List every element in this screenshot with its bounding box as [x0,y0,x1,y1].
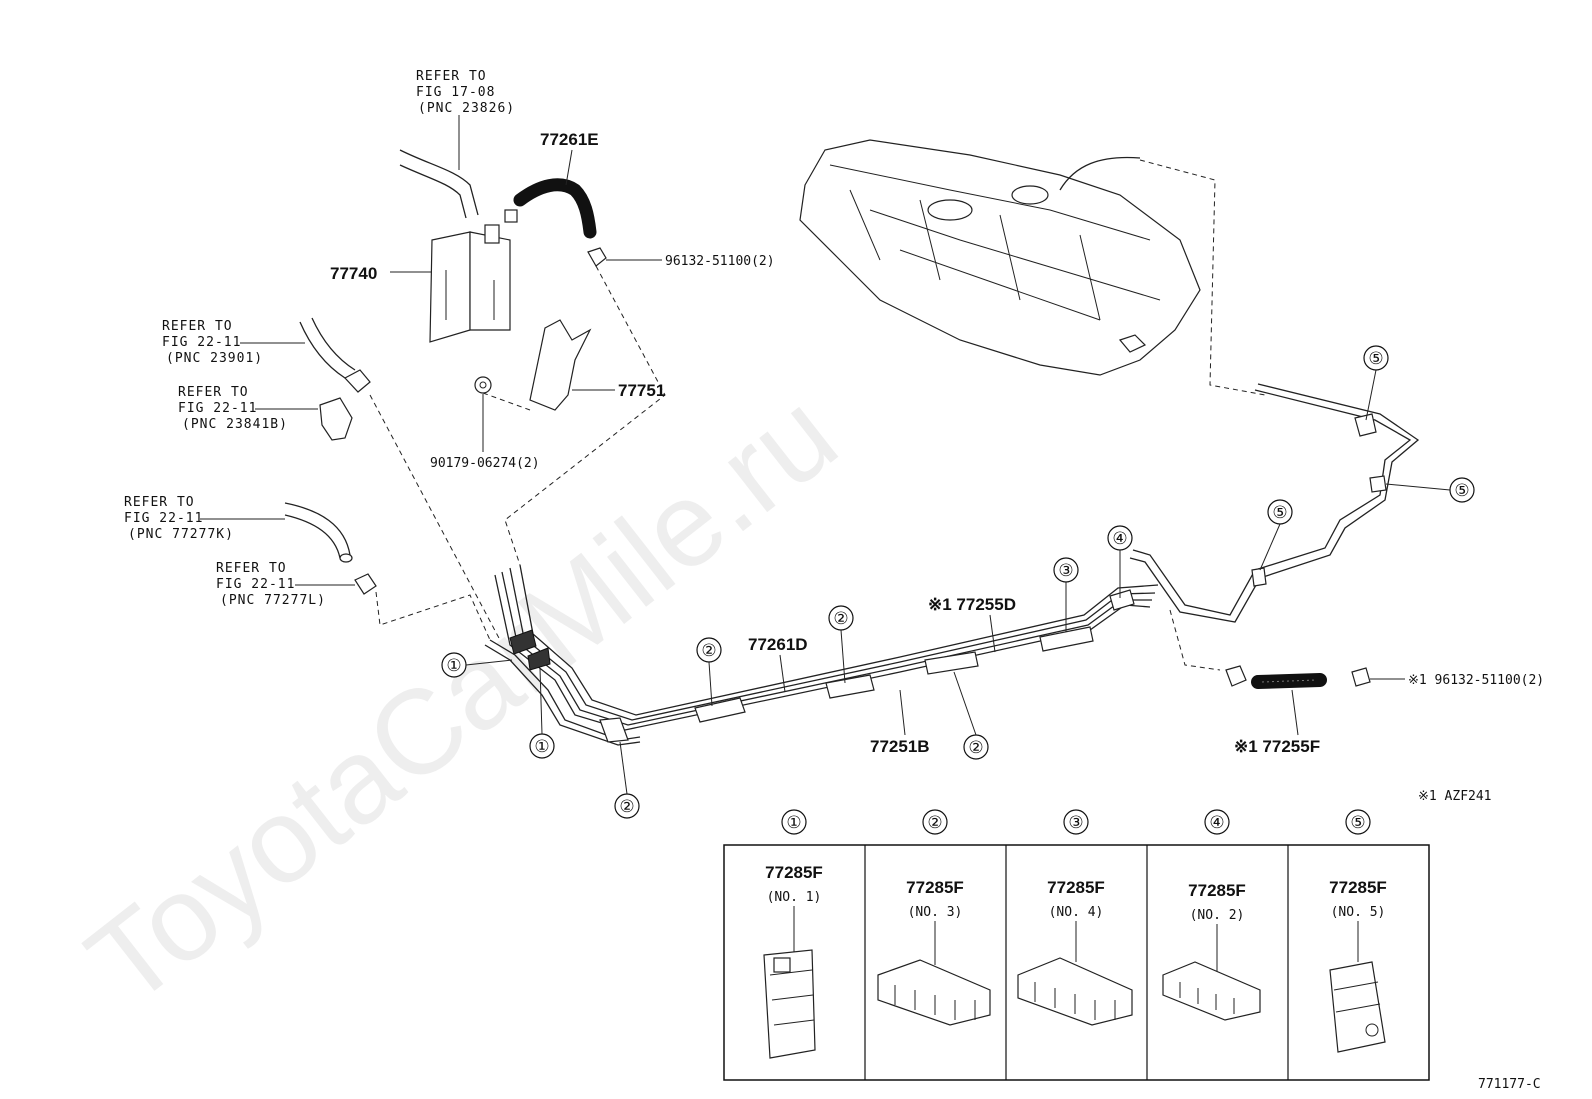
clamp-col-2: ② 77285F (NO. 3) [877,809,991,1026]
fuel-tank-illustration [799,139,1201,376]
svg-text:REFER TO: REFER TO [216,561,287,576]
figure-code: 771177-C [1478,1077,1541,1092]
ref-label-fig17: REFER TO FIG 17-08 (PNC 23826) [416,69,515,170]
grommet-90179-illustration [474,376,492,394]
callout-1-upper: ① [441,652,513,678]
hose-77255f-illustration [1225,665,1371,689]
svg-text:REFER TO: REFER TO [124,495,195,510]
callout-5-b: ⑤ [1385,477,1475,503]
svg-text:REFER TO: REFER TO [178,385,249,400]
fuel-return-line [1129,383,1420,623]
clamp-table [723,844,1430,1081]
svg-text:⑤: ⑤ [1272,503,1287,522]
leader-dash-6 [1169,609,1221,671]
svg-text:REFER TO: REFER TO [416,69,487,84]
svg-text:(NO. 3): (NO. 3) [908,905,963,920]
svg-text:FIG 17-08: FIG 17-08 [416,85,495,100]
ref-label-23841b: REFER TO FIG 22-11 (PNC 23841B) [178,385,318,432]
clamp-col-3: ③ 77285F (NO. 4) [1017,809,1133,1026]
svg-text:②: ② [968,738,983,757]
hose-77277k-illustration [284,502,353,563]
svg-text:⑤: ⑤ [1454,481,1469,500]
svg-text:①: ① [446,656,461,675]
callout-1-lower: ① [529,667,555,759]
callout-5-c: ⑤ [1363,345,1389,421]
clamp-col-5: ⑤ 77285F (NO. 5) [1329,809,1387,1053]
part-90179: 90179-06274(2) [430,456,540,471]
svg-text:(PNC 23901): (PNC 23901) [166,351,263,366]
connector-23841b-illustration [319,397,353,441]
svg-text:③: ③ [1068,813,1083,832]
hose-77261e-illustration [513,178,597,239]
svg-text:③: ③ [1058,561,1073,580]
clamp-col-4: ④ 77285F (NO. 2) [1162,809,1261,1021]
leader-dash-3 [504,265,666,566]
svg-text:①: ① [786,813,801,832]
part-77261e: 77261E [540,130,599,149]
callout-2-d: ② [614,741,640,819]
svg-text:(NO. 5): (NO. 5) [1331,905,1386,920]
canister-77740-illustration [429,209,518,343]
callout-5-a: ⑤ [1259,499,1293,571]
svg-text:(PNC 23826): (PNC 23826) [418,101,515,116]
leader-dash-1 [369,394,501,641]
ref-label-77277k: REFER TO FIG 22-11 (PNC 77277K) [124,495,285,542]
part-96132-right: ※1 96132-51100(2) [1408,673,1544,688]
svg-text:④: ④ [1112,529,1127,548]
svg-text:②: ② [927,813,942,832]
connector-77277l-illustration [354,573,377,595]
ref-label-77277l: REFER TO FIG 22-11 (PNC 77277L) [216,561,355,608]
svg-text:77285F: 77285F [906,878,964,897]
hose-23901-illustration [299,317,371,393]
part-96132-top: 96132-51100(2) [665,254,775,269]
svg-text:(NO. 2): (NO. 2) [1190,908,1245,923]
note-azf241: ※1 AZF241 [1418,789,1492,804]
svg-text:FIG 22-11: FIG 22-11 [124,511,203,526]
callout-4: ④ [1107,525,1133,598]
svg-text:②: ② [833,609,848,628]
evap-hose-upper [399,149,479,219]
callout-2-a: ② [696,637,722,707]
svg-text:(PNC 77277K): (PNC 77277K) [128,527,234,542]
ref-label-23901: REFER TO FIG 22-11 (PNC 23901) [162,319,305,366]
svg-text:④: ④ [1209,813,1224,832]
svg-text:77285F: 77285F [765,863,823,882]
clamp-col-1: ① 77285F (NO. 1) [763,809,823,1059]
svg-text:②: ② [619,797,634,816]
leader-dash-4 [482,392,531,411]
part-77251b: 77251B [870,737,930,756]
part-77261d: 77261D [748,635,808,654]
svg-text:77285F: 77285F [1047,878,1105,897]
callout-3: ③ [1053,557,1079,632]
bracket-77751-illustration [529,319,592,411]
svg-text:(NO. 4): (NO. 4) [1049,905,1104,920]
part-77255d: ※1 77255D [928,595,1016,614]
clamp-markers [509,413,1387,743]
part-77255f: ※1 77255F [1234,737,1320,756]
clip-96132-top-illustration [587,247,607,267]
svg-text:FIG 22-11: FIG 22-11 [216,577,295,592]
svg-text:(NO. 1): (NO. 1) [767,890,822,905]
part-77751: 77751 [618,381,665,400]
svg-text:⑤: ⑤ [1368,349,1383,368]
part-77740: 77740 [330,264,377,283]
svg-text:(PNC 23841B): (PNC 23841B) [182,417,288,432]
svg-text:REFER TO: REFER TO [162,319,233,334]
callout-2-c: ② [953,671,989,760]
svg-text:FIG 22-11: FIG 22-11 [162,335,241,350]
svg-text:(PNC 77277L): (PNC 77277L) [220,593,326,608]
leader-dash-5 [1139,159,1266,396]
svg-text:77285F: 77285F [1329,878,1387,897]
svg-text:①: ① [534,737,549,756]
svg-text:77285F: 77285F [1188,881,1246,900]
svg-text:FIG 22-11: FIG 22-11 [178,401,257,416]
svg-text:②: ② [701,641,716,660]
svg-text:⑤: ⑤ [1350,813,1365,832]
callout-2-b: ② [828,605,854,684]
